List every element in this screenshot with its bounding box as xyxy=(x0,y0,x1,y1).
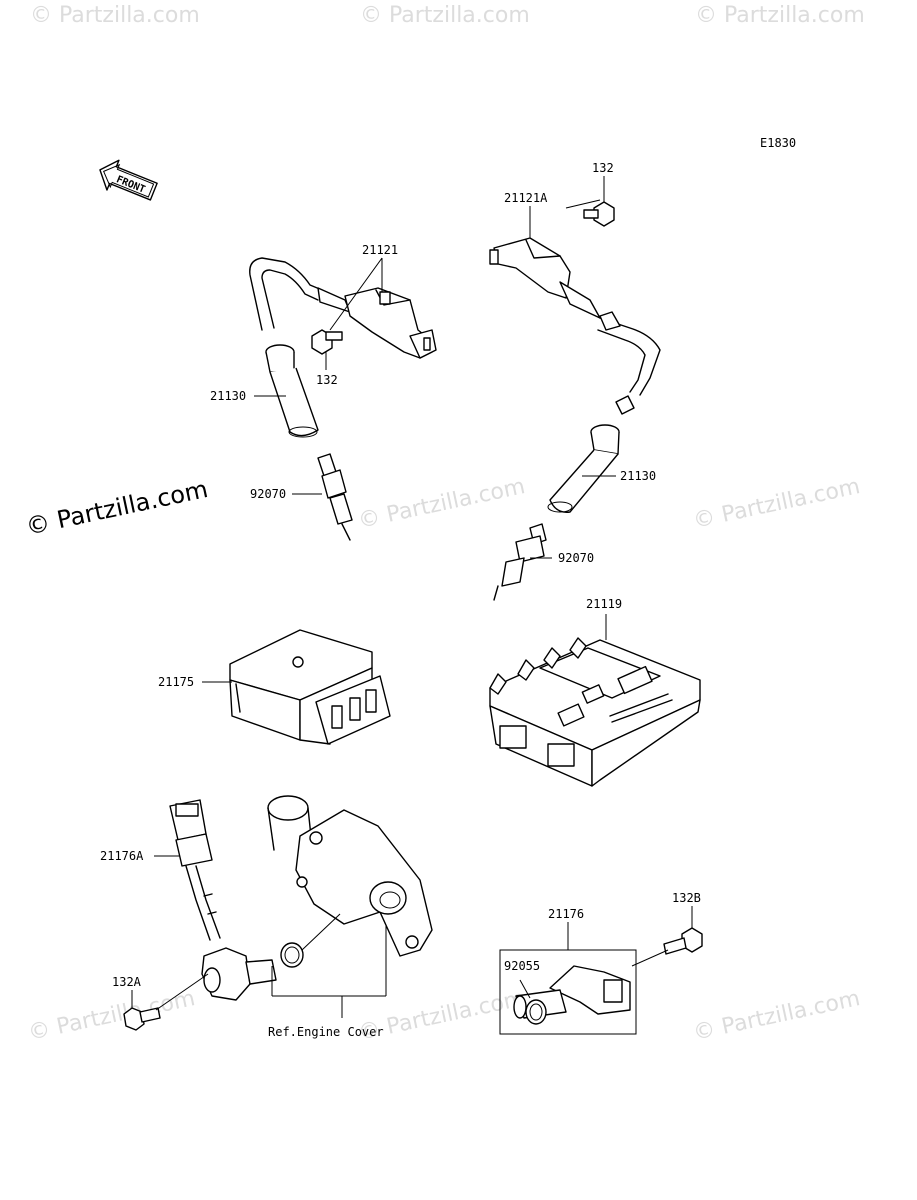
callout-132A: 132A xyxy=(112,975,142,989)
plug-cap-21130-left xyxy=(265,344,319,438)
watermark: © Partzilla.com xyxy=(360,3,530,28)
ignition-coil-left xyxy=(249,257,437,359)
leader-lines xyxy=(131,176,693,1018)
callout-21119: 21119 xyxy=(586,597,622,611)
callout-92070-left: 92070 xyxy=(250,487,286,501)
module-21175 xyxy=(229,629,391,745)
callout-21130-right: 21130 xyxy=(620,469,656,483)
callout-21175: 21175 xyxy=(158,675,194,689)
callout-92055: 92055 xyxy=(504,959,540,973)
sensor-21176A xyxy=(169,799,277,1001)
o-ring-92055 xyxy=(525,999,547,1025)
bolt-132A xyxy=(123,1007,161,1031)
bolt-132B xyxy=(663,927,703,955)
engine-cover xyxy=(267,795,433,957)
watermark: © Partzilla.com xyxy=(356,474,527,534)
callout-132-left: 132 xyxy=(316,373,338,387)
watermark: © Partzilla.com xyxy=(695,3,865,28)
spark-plug-92070-right xyxy=(493,523,547,601)
watermark-main: © Partzilla.com xyxy=(23,475,210,541)
callout-21130-left: 21130 xyxy=(210,389,246,403)
callout-92070-right: 92070 xyxy=(558,551,594,565)
callout-132-right: 132 xyxy=(592,161,614,175)
bolt-132-left xyxy=(311,329,343,355)
callout-labels: 21121 132 21130 92070 132 21121A 21130 9… xyxy=(100,161,701,1039)
front-arrow-icon: FRONT xyxy=(99,159,158,201)
o-ring-engine-cover xyxy=(280,942,304,968)
ecu-21119 xyxy=(489,637,701,787)
callout-132B: 132B xyxy=(672,891,701,905)
plug-cap-21130-right xyxy=(547,424,620,513)
bolt-132-right xyxy=(583,201,615,227)
watermark: © Partzilla.com xyxy=(26,986,197,1046)
spark-plug-92070-left xyxy=(317,453,353,541)
watermark-layer: © Partzilla.com © Partzilla.com © Partzi… xyxy=(23,3,864,1046)
callout-21121A: 21121A xyxy=(504,191,548,205)
diagram-code: E1830 xyxy=(760,136,796,150)
callout-21176A: 21176A xyxy=(100,849,144,863)
callout-21176: 21176 xyxy=(548,907,584,921)
callout-21121: 21121 xyxy=(362,243,398,257)
watermark: © Partzilla.com xyxy=(691,474,862,534)
watermark: © Partzilla.com xyxy=(691,986,862,1046)
callout-ref-engine-cover: Ref.Engine Cover xyxy=(268,1025,384,1039)
watermark: © Partzilla.com xyxy=(30,3,200,28)
ignition-coil-right xyxy=(489,237,661,415)
